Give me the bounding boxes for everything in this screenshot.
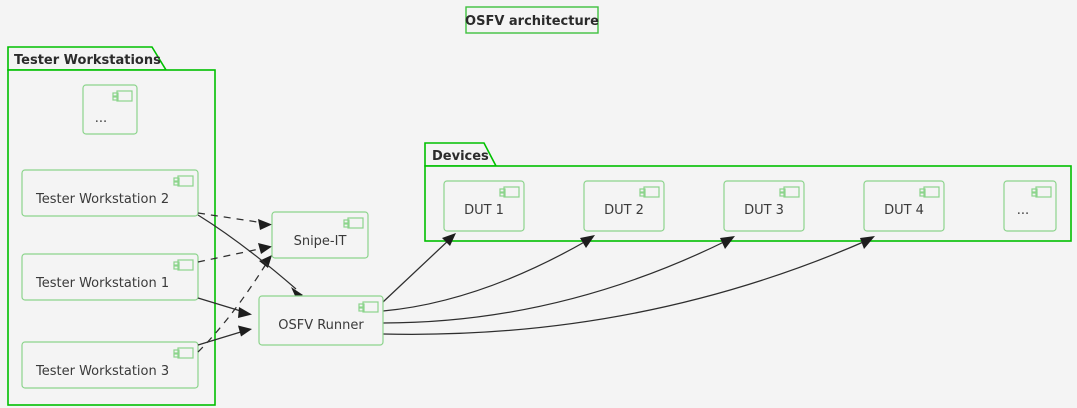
component-label: Tester Workstation 1 — [35, 276, 169, 291]
component-icon — [343, 217, 364, 229]
component-label: DUT 2 — [604, 203, 644, 218]
component-dut-ellipsis[interactable]: ... — [1003, 180, 1057, 232]
edge-tw2-to-osfvrunner — [197, 214, 303, 298]
component-label: Tester Workstation 2 — [35, 192, 169, 207]
component-icon — [919, 186, 940, 198]
component-dut-2[interactable]: DUT 2 — [583, 180, 665, 232]
edge-tw1-to-snipeit — [197, 243, 272, 263]
edge-tw3-to-snipeit — [197, 255, 272, 353]
component-box[interactable] — [21, 169, 199, 217]
package-label-tester-workstations: Tester Workstations — [14, 53, 161, 68]
component-label: ... — [95, 111, 107, 126]
component-label: DUT 3 — [744, 203, 784, 218]
component-icon — [779, 186, 800, 198]
component-box[interactable] — [21, 253, 199, 301]
component-box[interactable] — [82, 84, 138, 135]
component-icon — [1031, 186, 1052, 198]
component-label: Snipe-IT — [294, 234, 347, 249]
component-label: DUT 4 — [884, 203, 924, 218]
edge-tw3-to-osfvrunner — [197, 325, 252, 346]
component-tester-workstation-3[interactable]: Tester Workstation 3 — [21, 341, 199, 389]
edge-osfvrunner-to-dut1 — [382, 233, 456, 303]
diagram-title-box — [465, 6, 599, 34]
component-icon — [112, 90, 133, 102]
component-dut-1[interactable]: DUT 1 — [443, 180, 525, 232]
component-label: DUT 1 — [464, 203, 504, 218]
component-tester-workstation-2[interactable]: Tester Workstation 2 — [21, 169, 199, 217]
component-tester-workstation-1[interactable]: Tester Workstation 1 — [21, 253, 199, 301]
component-dut-4[interactable]: DUT 4 — [863, 180, 945, 232]
component-snipe-it[interactable]: Snipe-IT — [271, 211, 369, 259]
edge-osfvrunner-to-dut3 — [382, 236, 735, 324]
component-label: OSFV Runner — [278, 318, 364, 333]
component-icon — [173, 259, 194, 271]
component-box[interactable] — [21, 341, 199, 389]
diagram-title-text: OSFV architecture — [465, 14, 599, 29]
component-tw-ellipsis[interactable]: ... — [82, 84, 138, 135]
package-label-devices: Devices — [432, 149, 489, 164]
component-label: ... — [1017, 203, 1029, 218]
component-icon — [358, 301, 379, 313]
component-osfv-runner[interactable]: OSFV Runner — [258, 295, 384, 346]
component-icon — [173, 347, 194, 359]
component-icon — [173, 175, 194, 187]
component-dut-3[interactable]: DUT 3 — [723, 180, 805, 232]
component-icon — [499, 186, 520, 198]
edge-tw1-to-osfvrunner — [197, 297, 252, 318]
component-box[interactable] — [258, 295, 384, 346]
component-box[interactable] — [1003, 180, 1057, 232]
component-label: Tester Workstation 3 — [35, 364, 169, 379]
edge-osfvrunner-to-dut2 — [382, 235, 595, 312]
edge-tw2-to-snipeit — [197, 212, 272, 230]
edge-osfvrunner-to-dut4 — [382, 236, 875, 335]
diagram-title: OSFV architecture — [465, 6, 599, 34]
component-icon — [639, 186, 660, 198]
